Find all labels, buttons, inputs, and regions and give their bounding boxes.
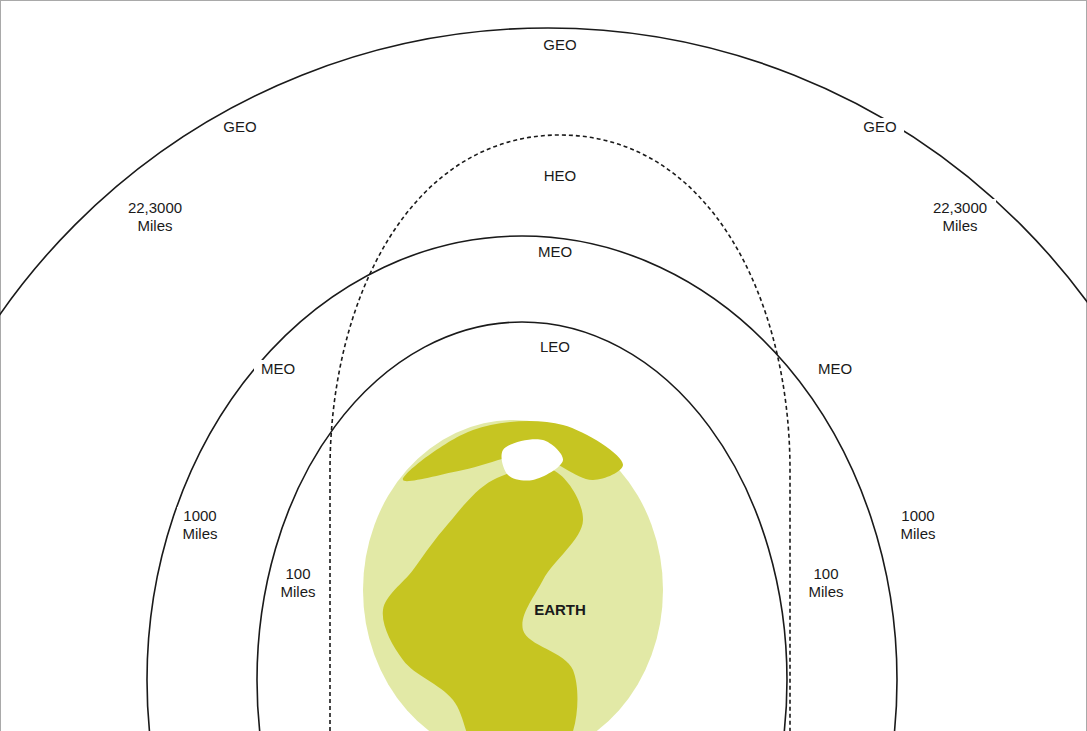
leo-orbit: [257, 322, 787, 731]
orbit-label: HEO: [536, 167, 584, 185]
earth-globe: EARTH: [363, 420, 663, 731]
orbit-label: 100 Miles: [276, 565, 320, 601]
orbit-label: MEO: [531, 243, 579, 261]
globe-ice: [502, 439, 564, 480]
orbit-label: 1000 Miles: [895, 507, 941, 543]
globe-shape: [363, 420, 663, 731]
earth-label: EARTH: [534, 601, 586, 619]
geo-orbit: [0, 28, 1087, 731]
orbit-label: GEO: [536, 36, 584, 54]
orbit-label: MEO: [254, 360, 302, 378]
meo-orbit: [147, 236, 897, 731]
orbit-label: 100 Miles: [804, 565, 848, 601]
orbit-label: 22,3000 Miles: [924, 199, 996, 235]
orbit-label: LEO: [533, 338, 577, 356]
globe-ocean: [383, 467, 583, 731]
orbit-label: 1000 Miles: [177, 507, 223, 543]
orbit-label: GEO: [216, 118, 264, 136]
orbit-label: GEO: [856, 118, 904, 136]
orbit-label: 22,3000 Miles: [119, 199, 191, 235]
orbit-label: MEO: [811, 360, 859, 378]
globe-arctic: [403, 421, 623, 481]
